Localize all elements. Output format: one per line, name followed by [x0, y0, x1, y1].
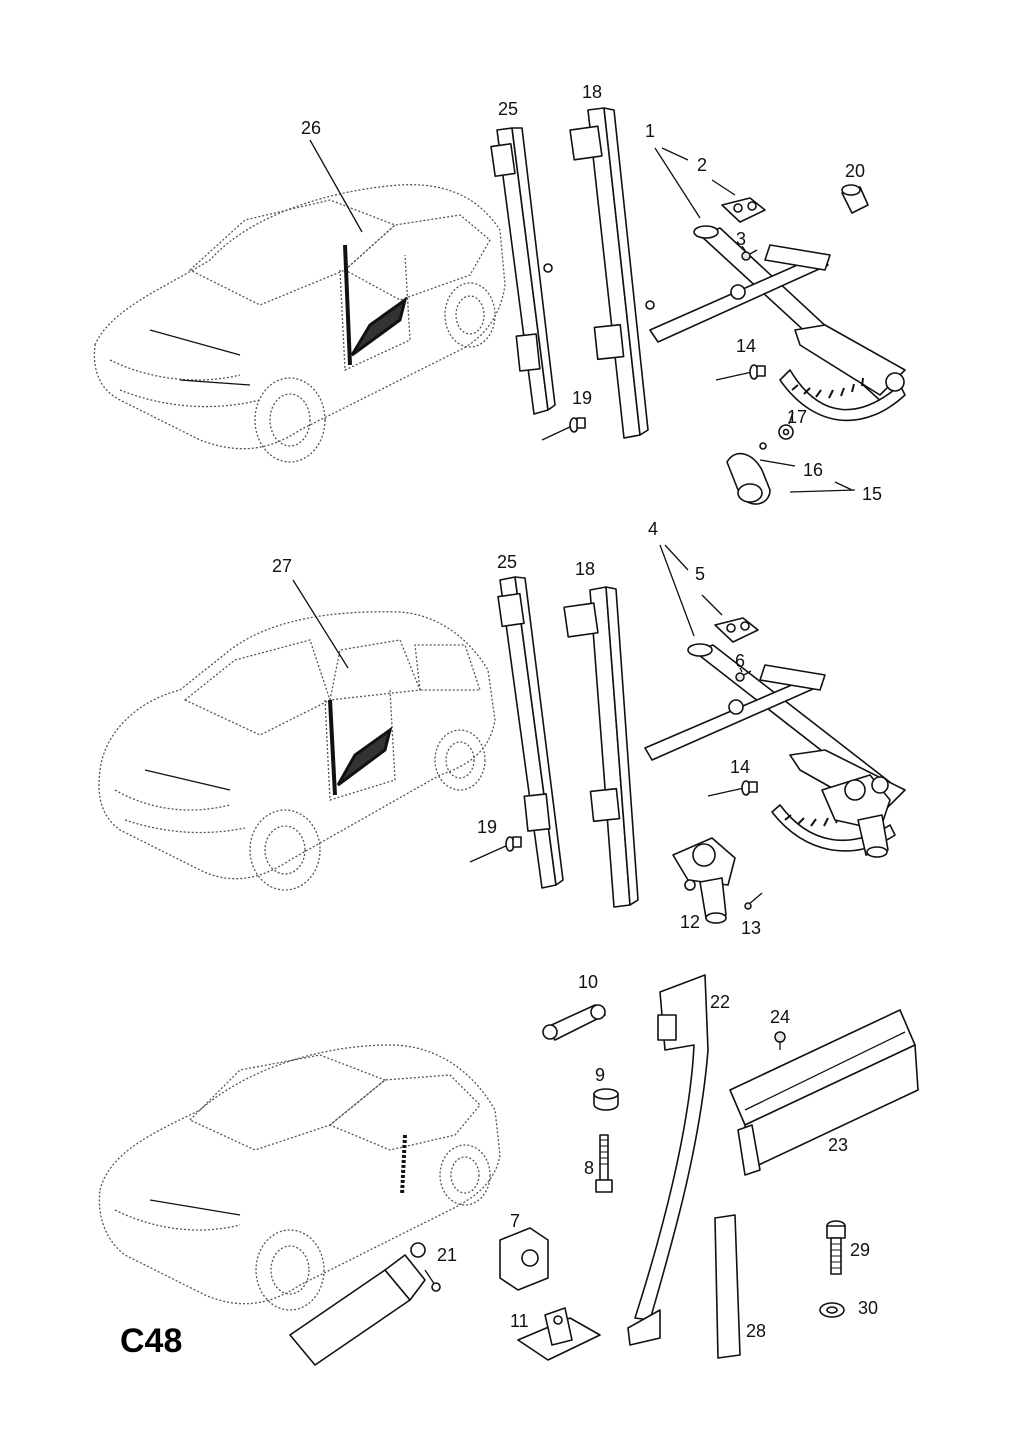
callout-labels: 26 25 18 1 2 20 3 14 19 17 16 15 4 25 18… — [120, 82, 882, 1360]
callout-18: 18 — [582, 82, 602, 102]
mount-11 — [517, 1307, 601, 1361]
callout-23: 23 — [828, 1135, 848, 1155]
washer-17 — [778, 424, 794, 440]
cap-20 — [841, 184, 869, 214]
callout-20: 20 — [845, 161, 865, 181]
callout-25: 25 — [498, 99, 518, 119]
rivet-14-middle — [707, 780, 758, 797]
callout-17: 17 — [787, 407, 807, 427]
window-channel-25-top — [490, 127, 556, 415]
window-crank-handle-15 — [726, 442, 771, 505]
sedan-car-illustration — [98, 1044, 501, 1311]
clip-5 — [714, 617, 759, 643]
callout-18-middle: 18 — [575, 559, 595, 579]
window-motor-12 — [672, 837, 736, 924]
callout-22: 22 — [710, 992, 730, 1012]
hatchback-car-illustration — [93, 184, 506, 463]
screw-24 — [774, 1031, 786, 1050]
callout-9: 9 — [595, 1065, 605, 1085]
window-channel-25-middle — [497, 576, 564, 889]
callout-14: 14 — [736, 336, 756, 356]
seal-strip-28 — [714, 1214, 741, 1359]
callout-26: 26 — [301, 118, 321, 138]
door-panel-23 — [729, 1009, 919, 1176]
rivet-19-middle — [469, 836, 522, 863]
callout-30: 30 — [858, 1298, 878, 1318]
adhesive-tube-21 — [289, 1242, 441, 1366]
callout-3: 3 — [736, 229, 746, 249]
window-motor-on-regulator — [821, 774, 891, 858]
callout-25-middle: 25 — [497, 552, 517, 572]
callout-29: 29 — [850, 1240, 870, 1260]
screw-13 — [744, 892, 763, 910]
leader-lines — [292, 139, 856, 673]
callout-19-middle: 19 — [477, 817, 497, 837]
callout-5: 5 — [695, 564, 705, 584]
window-regulator-1 — [649, 225, 906, 422]
mpv-car-illustration — [98, 611, 496, 891]
callout-19: 19 — [572, 388, 592, 408]
window-channel-18-middle — [563, 586, 639, 908]
window-channel-18-top — [569, 107, 655, 439]
rivet-14-top — [715, 364, 766, 381]
slider-7 — [499, 1227, 549, 1291]
washer-30 — [819, 1302, 845, 1318]
callout-11: 11 — [510, 1311, 529, 1331]
callout-27: 27 — [272, 556, 292, 576]
bracket-10 — [542, 1004, 606, 1041]
callout-28: 28 — [746, 1321, 766, 1341]
callout-16: 16 — [803, 460, 823, 480]
bolt-8 — [595, 1134, 613, 1193]
callout-10: 10 — [578, 972, 598, 992]
callout-14-middle: 14 — [730, 757, 750, 777]
callout-1: 1 — [645, 121, 655, 141]
callout-15: 15 — [862, 484, 882, 504]
rivet-19-top — [541, 417, 586, 441]
callout-2: 2 — [697, 155, 707, 175]
callout-13: 13 — [741, 918, 761, 938]
callout-12: 12 — [680, 912, 700, 932]
bolt-29 — [826, 1220, 846, 1275]
callout-21: 21 — [437, 1245, 457, 1265]
grommet-9 — [593, 1088, 619, 1111]
callout-24: 24 — [770, 1007, 790, 1027]
clip-2 — [721, 197, 766, 223]
callout-6: 6 — [735, 651, 745, 671]
screw-6 — [735, 670, 752, 682]
window-channel-22 — [627, 974, 709, 1346]
callout-4: 4 — [648, 519, 658, 539]
callout-8: 8 — [584, 1158, 594, 1178]
callout-7: 7 — [510, 1211, 520, 1231]
sheet-code-label: C48 — [120, 1322, 182, 1360]
